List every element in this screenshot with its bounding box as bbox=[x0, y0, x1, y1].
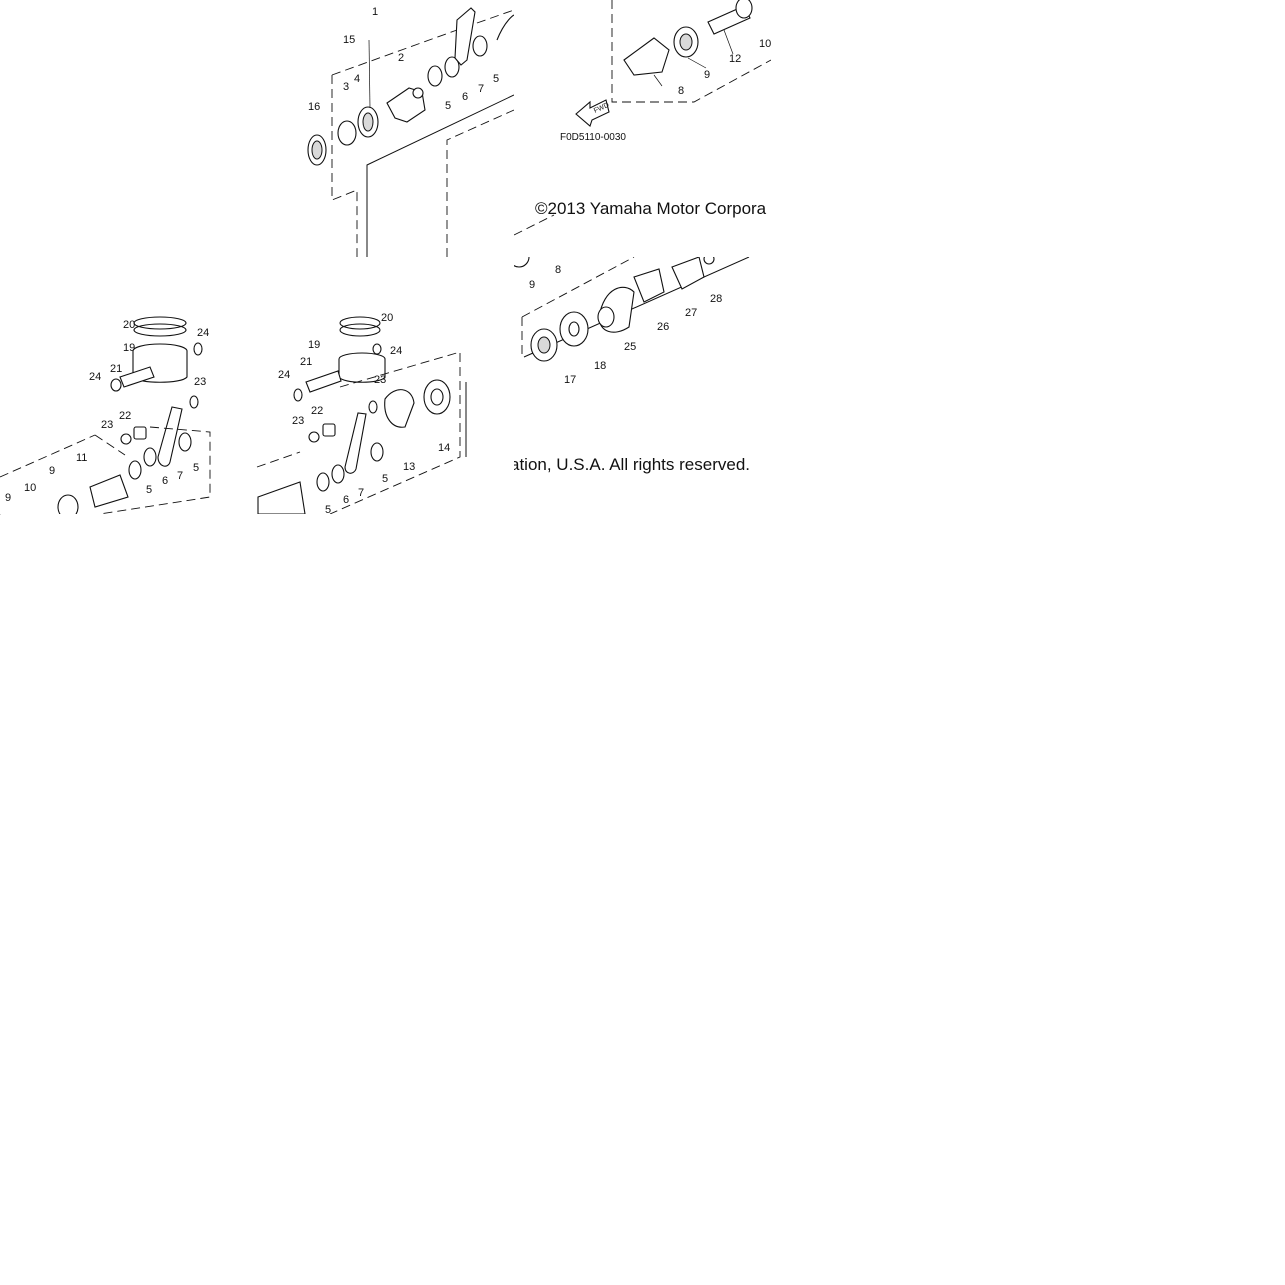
crankshaft-lower-drawing bbox=[0, 514, 2, 515]
part-label: 23 bbox=[292, 415, 304, 427]
part-label: 26 bbox=[657, 321, 669, 333]
part-label: 23 bbox=[374, 374, 386, 386]
part-label: 20 bbox=[123, 319, 135, 331]
crank-end-drawing: FWD 9 12 10 8 F0D5110-0030 ©2013 Yamaha … bbox=[514, 0, 771, 236]
part-label: 8 bbox=[678, 85, 684, 97]
part-label: 5 bbox=[325, 504, 331, 514]
part-label: 21 bbox=[110, 363, 122, 375]
part-label: 5 bbox=[146, 484, 152, 496]
part-label: 7 bbox=[177, 470, 183, 482]
part-label: 7 bbox=[358, 487, 364, 499]
part-label: 23 bbox=[101, 419, 113, 431]
part-label: 24 bbox=[197, 327, 209, 339]
part-label: 9 bbox=[49, 465, 55, 477]
copyright-text: ©2013 Yamaha Motor Corpora bbox=[535, 199, 767, 218]
part-label: 25 bbox=[624, 341, 636, 353]
part-label: 9 bbox=[529, 279, 535, 291]
part-label: 6 bbox=[462, 91, 468, 103]
part-label: 8 bbox=[555, 264, 561, 276]
part-label: 9 bbox=[5, 492, 11, 504]
part-label: 10 bbox=[759, 38, 771, 50]
part-label: 21 bbox=[300, 356, 312, 368]
part-label: 19 bbox=[123, 342, 135, 354]
part-label: 27 bbox=[685, 307, 697, 319]
part-label: 22 bbox=[119, 410, 131, 422]
part-label: 28 bbox=[710, 293, 722, 305]
part-label: 23 bbox=[194, 376, 206, 388]
part-label: 6 bbox=[162, 475, 168, 487]
part-label: 14 bbox=[438, 442, 450, 454]
part-label: 5 bbox=[493, 73, 499, 85]
part-label: 15 bbox=[343, 34, 355, 46]
lower-piston-crank-drawing: 20 24 19 21 24 23 22 23 11 9 10 9 5 6 7 … bbox=[0, 257, 514, 514]
crankshaft-top-drawing: 1 15 2 3 4 5 6 7 5 16 bbox=[307, 6, 514, 257]
part-label: 7 bbox=[478, 83, 484, 95]
part-label: 10 bbox=[24, 482, 36, 494]
part-label: 17 bbox=[564, 374, 576, 386]
part-label: 13 bbox=[403, 461, 415, 473]
part-label: 12 bbox=[729, 53, 741, 65]
part-label: 5 bbox=[445, 100, 451, 112]
tile-flywheel: 9 8 17 18 25 26 27 28 ation, U.S.A. All … bbox=[514, 257, 771, 514]
part-label: 19 bbox=[308, 339, 320, 351]
part-label: 9 bbox=[704, 69, 710, 81]
part-label: 11 bbox=[76, 452, 87, 464]
part-label: 4 bbox=[354, 73, 360, 85]
part-label: 24 bbox=[89, 371, 101, 383]
flywheel-drawing: 9 8 17 18 25 26 27 28 ation, U.S.A. All … bbox=[514, 257, 750, 474]
part-label: 1 bbox=[372, 6, 378, 18]
part-label: 6 bbox=[343, 494, 349, 506]
part-label: 24 bbox=[390, 345, 402, 357]
copyright-text: ation, U.S.A. All rights reserved. bbox=[514, 455, 750, 474]
part-label: 24 bbox=[278, 369, 290, 381]
tile-crank-end: FWD 9 12 10 8 F0D5110-0030 ©2013 Yamaha … bbox=[514, 0, 771, 257]
part-label: 2 bbox=[398, 52, 404, 64]
ref-code: F0D5110-0030 bbox=[560, 132, 626, 143]
tile-crankshaft-lower bbox=[0, 514, 257, 771]
part-label: 16 bbox=[308, 101, 320, 113]
part-label: 20 bbox=[381, 312, 393, 324]
part-label: 5 bbox=[382, 473, 388, 485]
part-label: 22 bbox=[311, 405, 323, 417]
tile-crankshaft-top: 1 15 2 3 4 5 6 7 5 16 bbox=[257, 0, 514, 257]
part-label: 18 bbox=[594, 360, 606, 372]
part-label: 5 bbox=[193, 462, 199, 474]
part-label: 3 bbox=[343, 81, 349, 93]
